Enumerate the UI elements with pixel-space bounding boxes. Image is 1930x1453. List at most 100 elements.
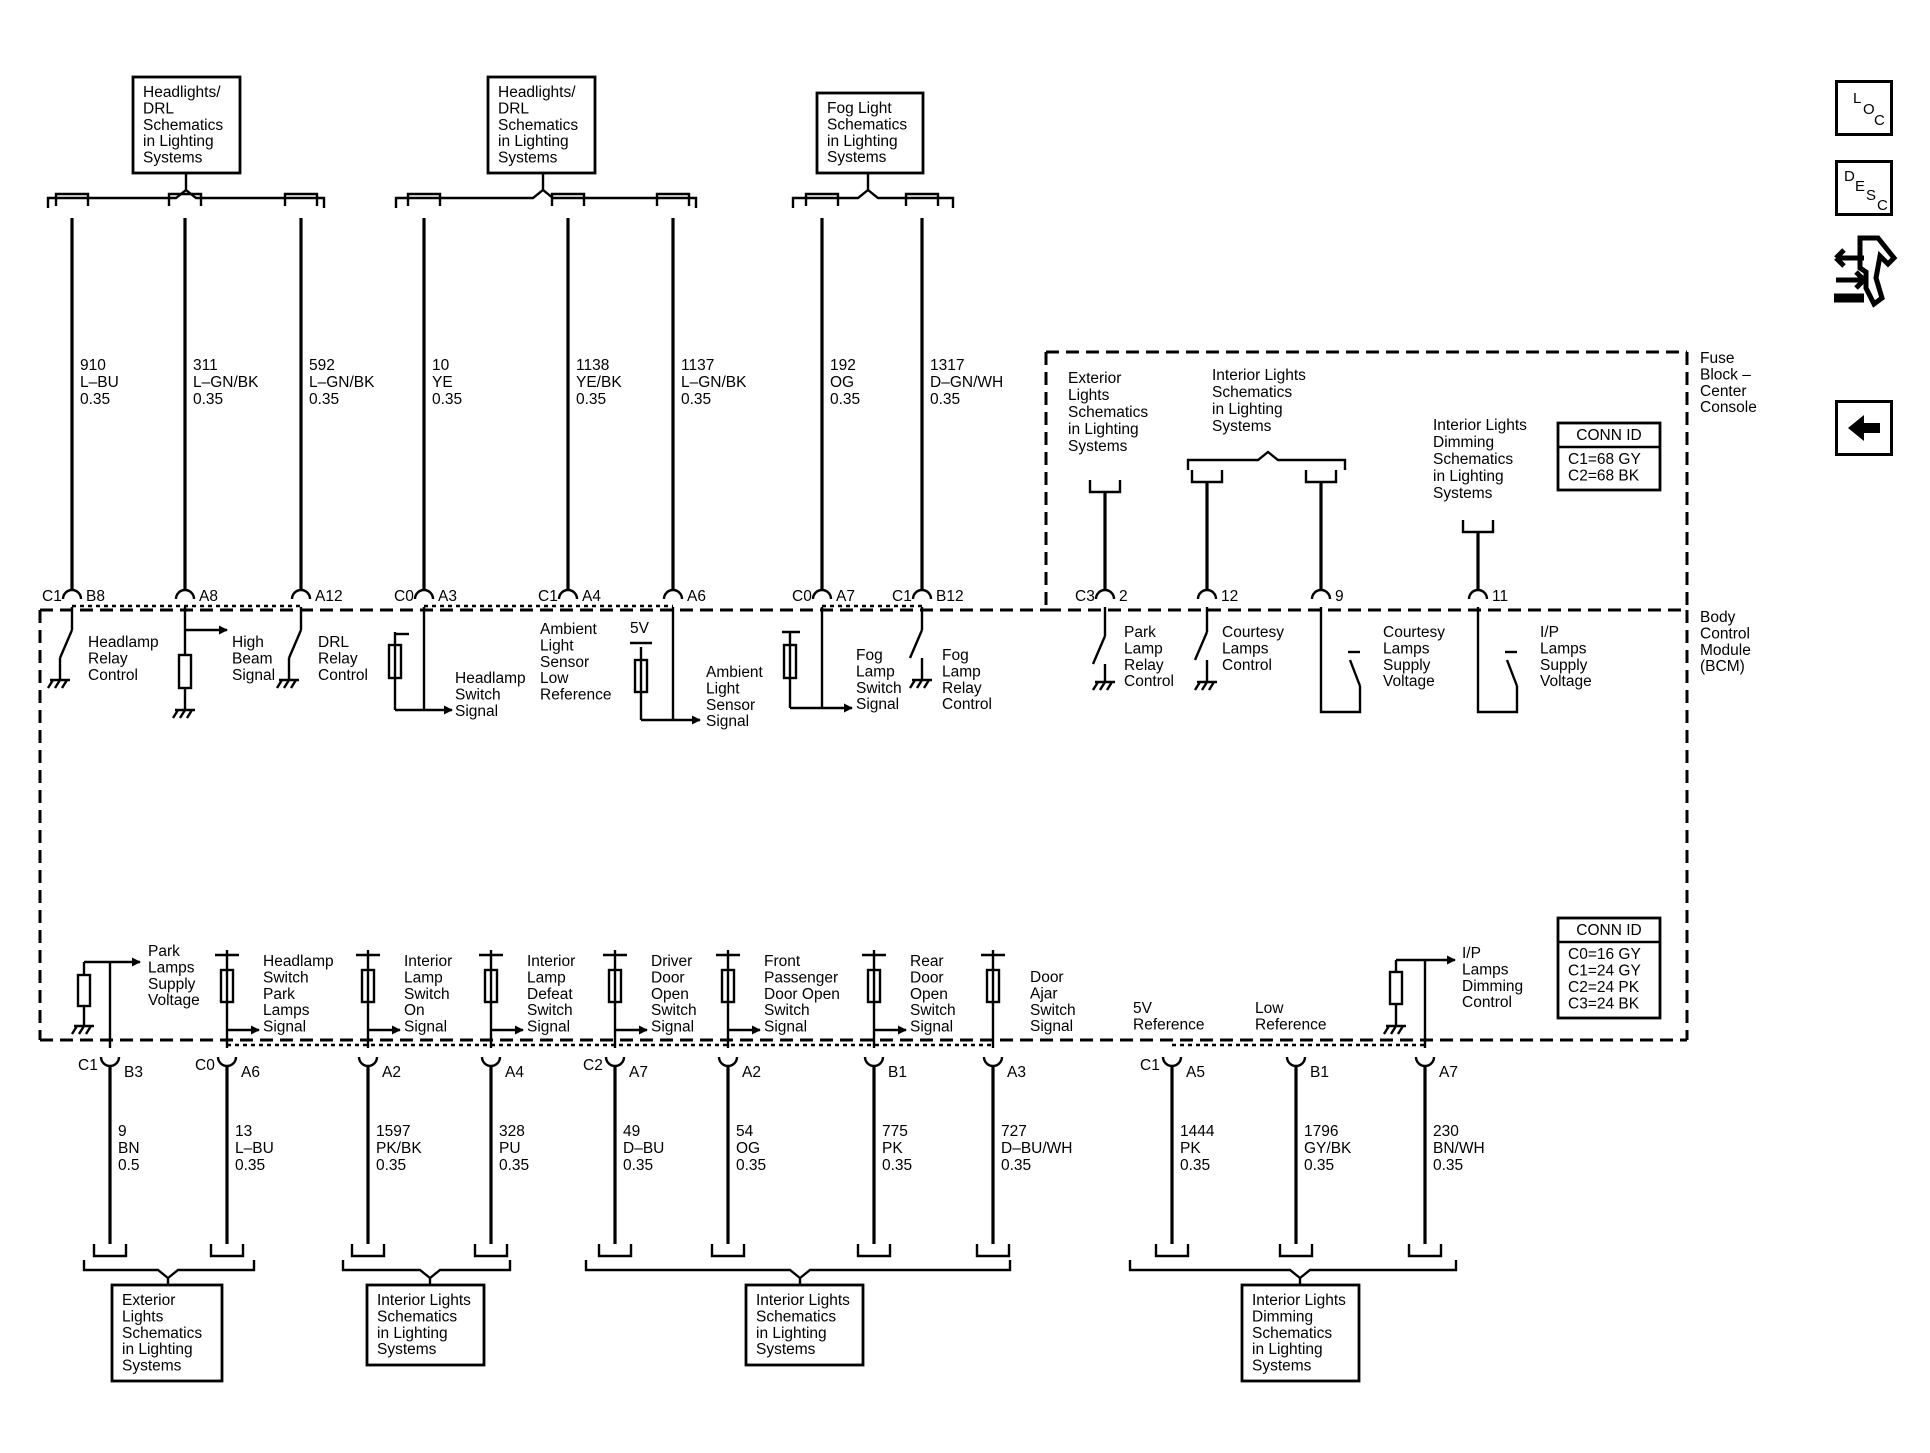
connector-id: C1 [78,1057,98,1074]
wire-circuit: 1137 [681,357,714,374]
wire-circuit: 910 [80,357,106,374]
resistor [387,643,403,680]
ref-bracket [394,188,698,208]
ref-bracket [82,1260,256,1280]
location-button[interactable]: L O C [1835,80,1893,136]
wire-circuit: 311 [193,357,218,374]
function-label: Open [651,986,689,1003]
pin-number: B1 [888,1064,907,1081]
connector-pin [413,588,435,600]
ground-symbol [1382,1024,1406,1035]
function-label: Low [540,670,569,687]
resistor [360,968,376,1004]
reference-text: in Lighting [1433,468,1504,485]
connector-pin [1094,588,1116,600]
reference-text: DRL [143,100,174,117]
function-label: 5V [1133,1000,1153,1017]
reference-text: Dimming [1252,1308,1313,1325]
connector-end-view-icon[interactable] [1830,232,1900,308]
function-label: High [232,634,264,651]
pin-number: 12 [1221,588,1238,605]
function-label: Ambient [706,664,764,681]
reference-text: in Lighting [498,133,569,150]
function-label: Signal [651,1019,694,1036]
function-label: Control [1462,994,1512,1011]
pin-number: A4 [505,1064,524,1081]
pin-number: B8 [86,588,105,605]
terminal-stub [655,192,691,206]
reference-text: Exterior [122,1292,175,1309]
reference-box [365,1283,486,1367]
wire-color: BN/WH [1433,1140,1485,1157]
wire-gauge: 0.35 [1180,1157,1210,1174]
reference-text: Fog Light [827,100,892,117]
wire-gauge: 0.35 [235,1157,265,1174]
function-label: Headlamp [455,670,526,687]
wire-gauge: 0.35 [930,391,960,408]
terminal-stub [1407,1244,1443,1258]
connector-id: C3 [1075,588,1095,605]
wire-circuit: 1796 [1304,1123,1338,1140]
ground-symbol [171,708,195,719]
function-label: Control [1222,657,1272,674]
conn-id-row: C1=24 GY [1568,963,1641,980]
function-label: Door [1030,969,1064,986]
pin-number: A7 [836,588,855,605]
function-label: Courtesy [1383,624,1445,641]
function-label: Lamps [1222,640,1269,657]
function-label: Switch [764,1002,810,1019]
function-label: Lamps [1540,640,1587,657]
terminal-stub [350,1244,386,1258]
connector-pin [911,588,933,600]
function-label: Rear [910,953,944,970]
wire-gauge: 0.35 [576,391,606,408]
reference-box [110,1283,224,1383]
reference-text: Schematics [1433,451,1513,468]
wire-circuit: 592 [309,357,335,374]
desc-letter-s: S [1866,187,1877,204]
wire-color: D–BU [623,1140,664,1157]
ground-symbol [1193,680,1217,691]
back-button[interactable] [1835,400,1893,456]
wire-gauge: 0.35 [623,1157,653,1174]
reference-text: Systems [498,150,558,167]
function-label: Park [148,943,180,960]
wire-gauge: 0.35 [736,1157,766,1174]
terminal-stub [209,1244,245,1258]
pin-number: A4 [582,588,601,605]
function-label: Passenger [764,969,838,986]
wire-circuit: 54 [736,1123,754,1140]
ground-symbol [908,678,932,689]
function-label: Defeat [527,986,573,1003]
ground-symbol [70,1024,94,1035]
wire-color: GY/BK [1304,1140,1352,1157]
description-button[interactable]: D E S C [1835,160,1893,216]
ref-bracket [584,1260,1012,1280]
reference-text: in Lighting [1068,421,1139,438]
ground-symbol [46,678,70,689]
loc-letter-c: C [1874,112,1885,129]
reference-text: in Lighting [377,1325,448,1342]
function-label: Sensor [540,654,589,671]
reference-text: Schematics [122,1325,202,1342]
reference-text: Lights [1068,387,1110,404]
reference-text: in Lighting [756,1325,827,1342]
desc-letter-e: E [1855,178,1866,195]
connector-pin [61,588,83,600]
wire-circuit: 10 [432,357,450,374]
fuse-block-label-line: Console [1700,399,1757,416]
pin-number: A2 [382,1064,401,1081]
connector-pin [557,588,579,600]
function-label: Courtesy [1222,624,1284,641]
function-label: Interior [404,953,452,970]
reference-text: Systems [1252,1358,1312,1375]
